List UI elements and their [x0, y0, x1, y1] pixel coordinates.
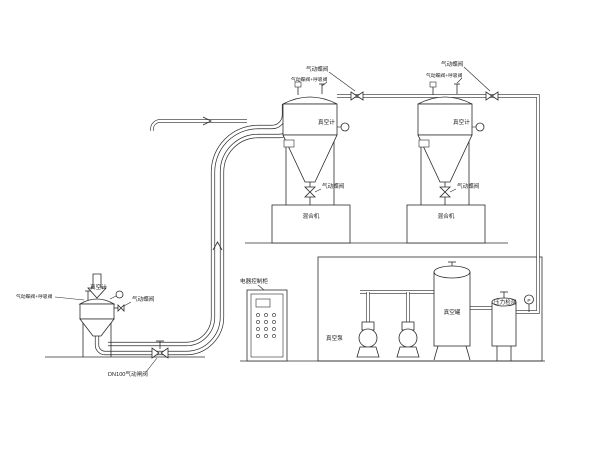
flow-arrow-right-icon: [202, 116, 212, 126]
header-valve2-icon: [485, 91, 493, 101]
header-valves: [350, 91, 499, 101]
feed-hopper-body: [79, 303, 115, 320]
label-r1-vacuum-gauge: 真空计: [318, 118, 335, 126]
tank-leg: [465, 345, 471, 361]
flow-arrows: [202, 116, 223, 251]
receiver2-top-valve-icon: [429, 81, 437, 88]
feed-vacuum-gauge-icon: [115, 290, 124, 299]
receiver2-discharge-valve-icon: [439, 186, 451, 193]
label-vacuum-pump: 真空泵: [326, 334, 343, 342]
leader-line: [123, 301, 132, 307]
tank-top-head: [433, 265, 471, 279]
filter-shell: [491, 301, 517, 347]
tank-leg: [433, 345, 439, 361]
vacuum-pump-unit-1: [356, 321, 380, 358]
pump1-base: [356, 346, 380, 358]
label-r2-breather-valve: 气动蝶阀+呼吸阀: [426, 72, 463, 79]
feed-station: [78, 273, 169, 359]
receiver2-lid: [417, 96, 473, 105]
pump2-base: [396, 346, 420, 358]
pump1-motor: [358, 328, 378, 348]
tank-label: 真空罐: [444, 308, 461, 316]
receiver1-lid: [282, 96, 338, 105]
receiver1-level-sensor: [283, 139, 295, 148]
label-r2-discharge-valve: 气动蝶阀: [457, 182, 480, 190]
receiver2-vacuum-gauge-icon: [475, 122, 485, 132]
header-valve2-icon: [491, 91, 499, 101]
leader-line: [456, 77, 463, 84]
vacuum-pump-unit-2: [396, 321, 420, 358]
leader-line: [54, 296, 85, 301]
vacuum-tank: 真空罐: [433, 261, 471, 361]
leader-line: [145, 357, 158, 373]
header-valve1-icon: [350, 91, 358, 101]
flow-arrow-up-icon: [212, 241, 223, 251]
receiver2-level-sensor: [418, 139, 430, 148]
receiver1-vacuum-gauge-icon: [340, 122, 350, 132]
infeed-arrow-icon: [87, 273, 107, 299]
label-r1-butterfly-valve: 气动蝶阀: [306, 65, 329, 73]
leader-line: [314, 188, 322, 193]
leader-line: [321, 81, 328, 87]
receiver2-equipment-box: [406, 204, 486, 244]
label-gate-valve: DN100气动闸阀: [108, 370, 148, 378]
label-feed-vacuum-gauge: 真空计: [90, 283, 107, 291]
cabinet-display: [255, 298, 271, 308]
filter-unit: [491, 291, 517, 361]
feed-hopper-cone: [79, 318, 115, 337]
header-valve1-icon: [356, 91, 364, 101]
label-r2-butterfly-valve: 气动蝶阀: [441, 60, 464, 68]
pump-room-outline: [317, 256, 543, 362]
receiver2-discharge-valve-icon: [439, 191, 451, 198]
receiver1-cone: [282, 134, 338, 183]
label-feed-butterfly-valve: 气动蝶阀: [132, 295, 155, 303]
feed-butterfly-valve-icon: [117, 304, 122, 312]
receiver2-cone: [417, 134, 473, 183]
label-r1-breather-valve: 气动蝶阀+呼吸阀: [291, 76, 328, 83]
gate-valve-icon: [151, 347, 160, 359]
labels: 气动蝶阀+呼吸阀 真空计 气动蝶阀 DN100气动闸阀 气动蝶阀 气动蝶阀+呼吸…: [16, 60, 517, 378]
leader-line: [257, 284, 265, 291]
receiver1-discharge-valve-icon: [304, 186, 316, 193]
pressure-gauge: P: [524, 294, 534, 312]
pressure-gauge-icon: [524, 294, 534, 305]
label-r1-discharge-valve: 气动蝶阀: [322, 182, 345, 190]
spare-inlet-pipe: [150, 119, 247, 131]
vacuum-receiver-1: 混合机: [271, 81, 351, 244]
feed-butterfly-valve-icon: [120, 304, 125, 312]
control-cabinet: [246, 289, 288, 362]
vacuum-receiver-2: 混合机: [406, 81, 486, 244]
pump2-motor: [398, 328, 418, 348]
feed-gauge-stub: [109, 295, 117, 300]
cabinet-buttons: [256, 313, 276, 338]
receiver2-equipment-label: 混合机: [438, 212, 455, 220]
leader-line: [463, 66, 491, 92]
tank-shell: [433, 271, 471, 347]
receiver1-equipment-box: [271, 204, 351, 244]
receiver1-body: [282, 103, 338, 136]
gate-valve-icon: [160, 347, 169, 359]
leader-line: [328, 71, 356, 92]
leader-line: [449, 188, 457, 193]
label-pressure-detect: 压力检测: [494, 298, 517, 306]
label-feed-breather-valve: 气动蝶阀+呼吸阀: [16, 293, 53, 300]
receiver1-equipment-label: 混合机: [303, 212, 320, 220]
label-r2-vacuum-gauge: 真空计: [453, 118, 470, 126]
receiver1-top-valve-icon: [294, 81, 302, 88]
label-control-cabinet: 电器控制柜: [240, 277, 268, 285]
receiver2-body: [417, 103, 473, 136]
receiver1-discharge-valve-icon: [304, 191, 316, 198]
pressure-gauge-letter: P: [527, 298, 530, 304]
feed-hopper-lid: [78, 298, 116, 305]
